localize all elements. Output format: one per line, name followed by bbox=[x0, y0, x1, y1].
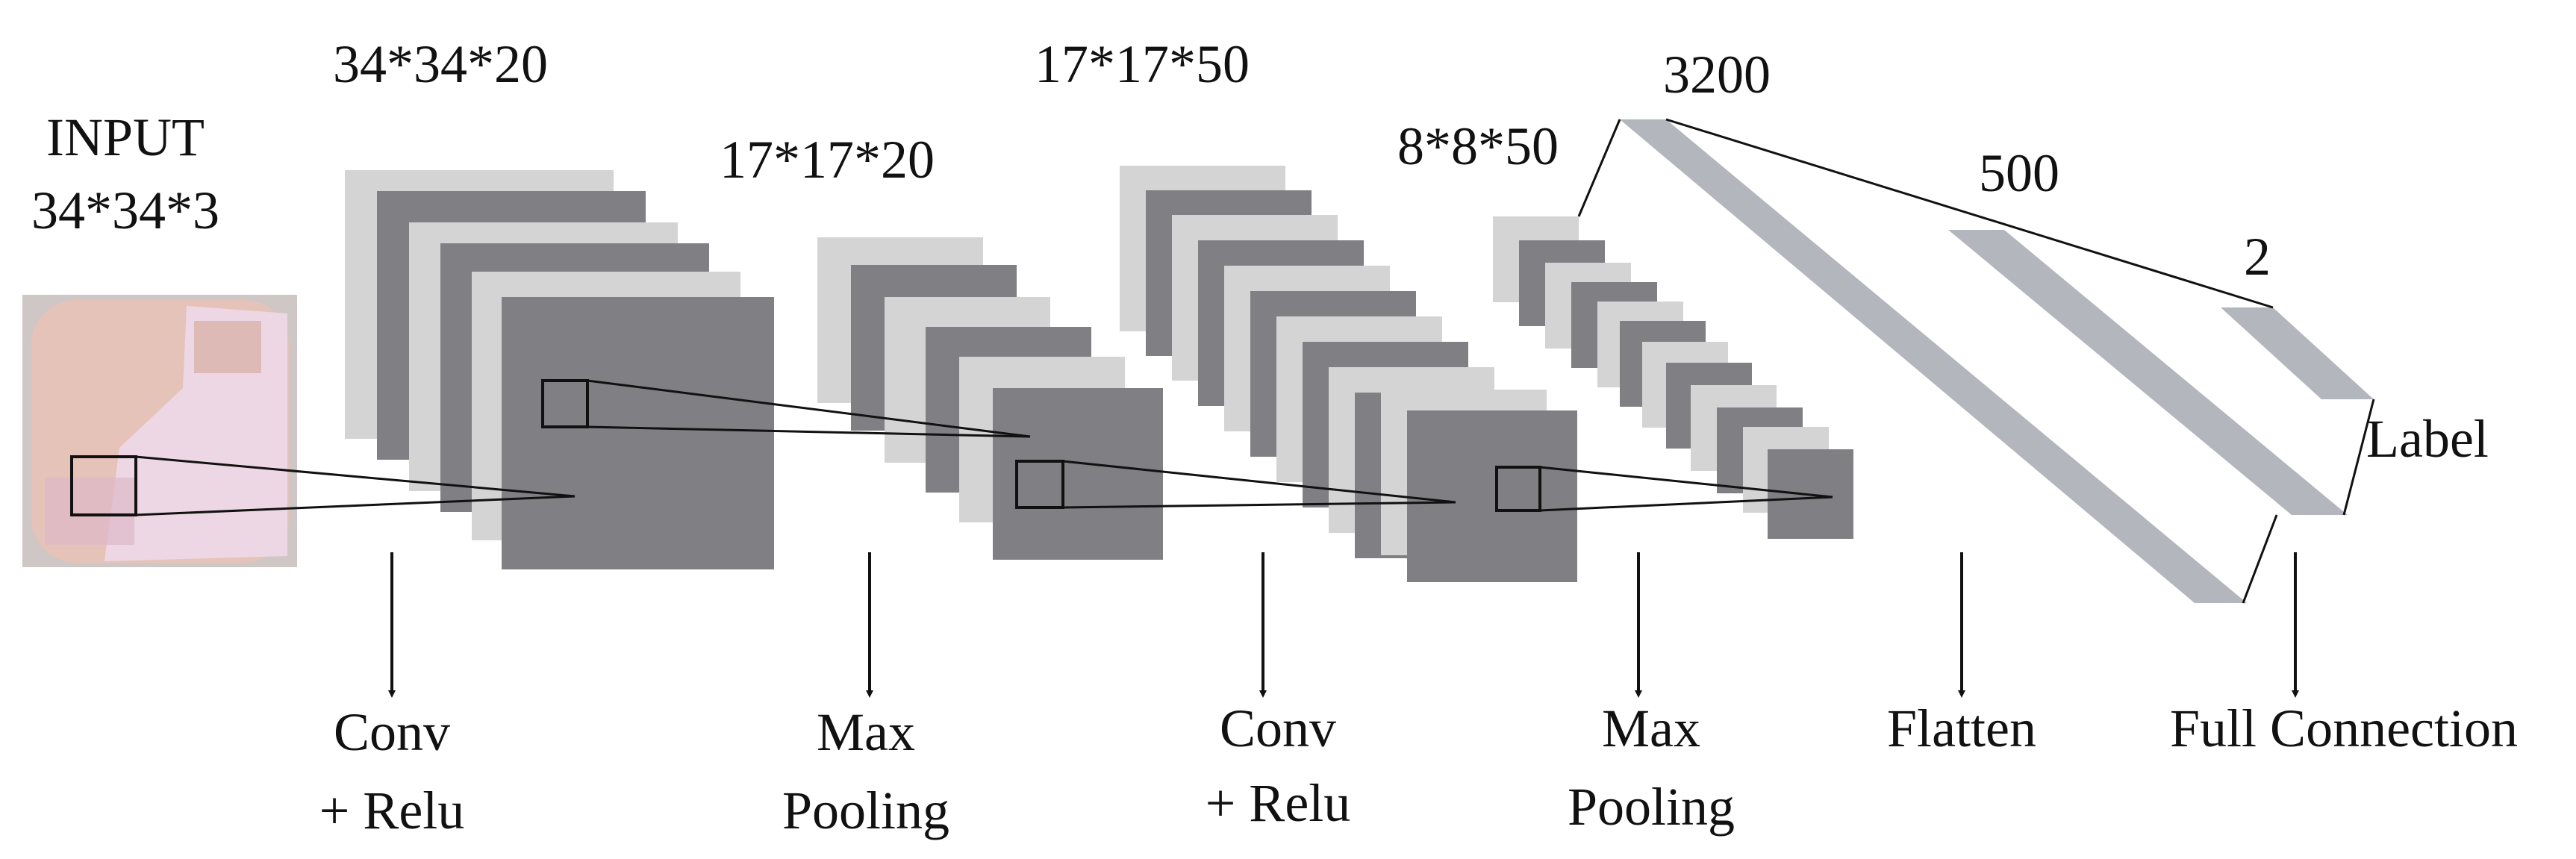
pool1-dims: 17*17*20 bbox=[720, 130, 935, 190]
fc-hidden-dims: 500 bbox=[1979, 143, 2059, 203]
flatten-dims: 3200 bbox=[1663, 45, 1771, 104]
output-label: Label bbox=[2366, 409, 2489, 469]
op-pool1-line1: Max bbox=[817, 702, 915, 762]
op-conv1-line2: + Relu bbox=[319, 781, 465, 840]
conv2-feature-maps bbox=[1120, 166, 1577, 582]
pool2-dims: 8*8*50 bbox=[1397, 116, 1559, 176]
input-title: INPUT bbox=[46, 107, 205, 167]
op-conv1-line1: Conv bbox=[334, 702, 450, 762]
input-image bbox=[22, 295, 297, 567]
input-receptive-field bbox=[70, 455, 137, 516]
op-pool1-line2: Pooling bbox=[782, 781, 949, 840]
conv1-receptive-field bbox=[541, 379, 589, 428]
conv1-dims: 34*34*20 bbox=[333, 34, 548, 94]
projection-lines bbox=[135, 118, 2375, 604]
op-full-connection: Full Connection bbox=[2170, 699, 2518, 758]
pool2-feature-maps bbox=[1493, 216, 1853, 539]
conv1-feature-maps bbox=[345, 170, 774, 569]
op-conv2-line2: + Relu bbox=[1206, 773, 1351, 833]
pool1-feature-maps bbox=[817, 237, 1163, 560]
fc-output-layer bbox=[2221, 307, 2374, 399]
operation-arrows bbox=[388, 552, 2299, 698]
op-conv2-line1: Conv bbox=[1220, 699, 1336, 758]
op-pool2-line1: Max bbox=[1602, 699, 1700, 758]
pool1-receptive-field bbox=[1015, 460, 1064, 509]
fc-output-dims: 2 bbox=[2244, 227, 2271, 287]
fc-hidden-layer bbox=[1948, 230, 2348, 515]
op-pool2-line2: Pooling bbox=[1568, 777, 1735, 837]
flatten-layer bbox=[1620, 119, 2247, 603]
conv2-dims: 17*17*50 bbox=[1035, 34, 1250, 94]
input-dims: 34*34*3 bbox=[31, 181, 219, 240]
conv2-receptive-field bbox=[1495, 466, 1541, 512]
op-flatten: Flatten bbox=[1887, 699, 2036, 758]
